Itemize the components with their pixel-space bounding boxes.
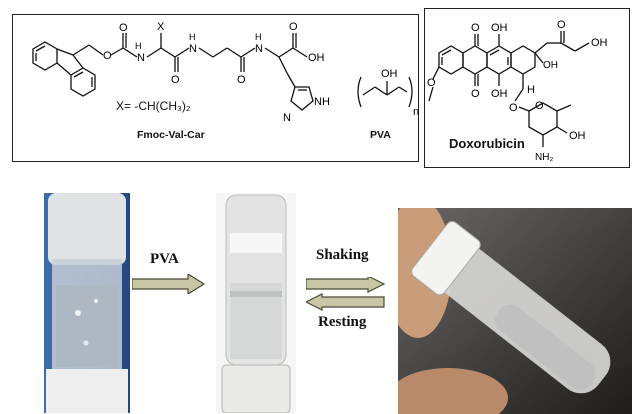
substituent-definition: X= -CH(CH₃)₂	[116, 99, 191, 113]
atom-n-2: N	[189, 43, 197, 55]
arrow-add-pva	[132, 274, 206, 294]
pva-oh-label: OH	[381, 68, 398, 80]
vial-photo-solution	[44, 193, 130, 413]
atom-n-imidazole: N	[283, 112, 291, 124]
dox-o-methoxy: O	[427, 77, 436, 89]
pva-name: PVA	[370, 129, 391, 141]
vial-solution-illustration	[44, 193, 130, 413]
dox-oh-top: OH	[491, 22, 508, 34]
dox-nh2: NH₂	[535, 152, 553, 163]
vial-photo-gel	[216, 193, 296, 413]
atom-o-carbonyl-2: O	[171, 74, 180, 86]
dox-o-bottom: O	[471, 88, 480, 100]
atom-oh-acid: OH	[308, 52, 325, 64]
atom-n-3: N	[255, 43, 263, 55]
dox-o-glycoside: O	[509, 102, 518, 114]
dox-oh-bottom: OH	[491, 88, 508, 100]
x-substituent-label: X	[157, 21, 165, 33]
dox-oh-ringd: OH	[543, 60, 558, 71]
resting-label: Resting	[318, 314, 367, 330]
pva-step-label: PVA	[150, 251, 179, 267]
atom-o-carbonyl-3: O	[237, 74, 246, 86]
vial-photo-tilted	[398, 208, 632, 414]
dox-o-top: O	[471, 22, 480, 34]
dox-o-ketone: O	[557, 19, 566, 31]
doxorubicin-structure: O OH O OH OH O OH O H O O OH NH₂	[427, 19, 608, 163]
dox-oh-sidechain: OH	[591, 37, 608, 49]
atom-nh-imidazole: NH	[314, 96, 330, 108]
dox-oh-sugar: OH	[569, 130, 586, 142]
structures-panel-right: O OH O OH OH O OH O H O O OH NH₂ Doxorub…	[424, 8, 630, 168]
dox-h: H	[527, 84, 535, 96]
structures-panel-left: O O H N X O H N O H N O OH NH N OH n X= …	[12, 14, 419, 162]
atom-h-1: H	[135, 41, 142, 51]
atom-n-1: N	[137, 52, 145, 64]
atom-o-ester: O	[103, 50, 112, 62]
doxorubicin-name: Doxorubicin	[449, 136, 525, 151]
shaking-label: Shaking	[316, 247, 369, 263]
reversible-arrows	[306, 277, 386, 311]
pva-n-subscript: n	[413, 106, 419, 118]
fmoc-val-car-name: Fmoc-Val-Car	[137, 129, 205, 141]
fmoc-val-car-structure: O O H N X O H N O H N O OH NH N OH n	[32, 21, 419, 124]
atom-o-carbonyl-1: O	[119, 22, 128, 34]
vial-tilted-illustration	[398, 208, 632, 414]
atom-o-acid: O	[289, 21, 298, 33]
vial-gel-illustration	[216, 193, 296, 413]
atom-h-2: H	[189, 32, 196, 42]
atom-h-3: H	[255, 32, 262, 42]
dox-o-sugar: O	[535, 100, 544, 112]
